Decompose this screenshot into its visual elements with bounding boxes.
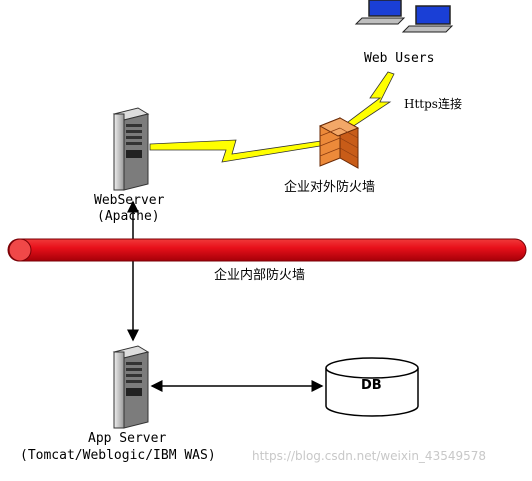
db-label: DB <box>361 378 382 393</box>
web-server-icon <box>112 107 150 191</box>
internal-firewall-label: 企业内部防火墙 <box>214 268 306 283</box>
web-users-label: Web Users <box>364 51 435 66</box>
web-server-label: WebServer <box>94 193 165 208</box>
web-server-sublabel: (Apache) <box>97 209 160 224</box>
laptop-icon <box>401 5 454 33</box>
firewall-icon <box>318 117 360 169</box>
connection-lightning-icon <box>149 139 329 163</box>
external-firewall-label: 企业对外防火墙 <box>284 180 376 195</box>
app-server-label: App Server <box>88 431 167 446</box>
internal-firewall-pipe <box>7 238 527 262</box>
app-server-icon <box>112 345 150 429</box>
watermark: https://blog.csdn.net/weixin_43549578 <box>252 449 487 463</box>
laptop-icon <box>354 0 406 25</box>
database-icon <box>325 357 419 417</box>
app-server-sublabel: (Tomcat/Weblogic/IBM WAS) <box>20 448 216 463</box>
https-connection-label: Https连接 <box>404 97 462 111</box>
